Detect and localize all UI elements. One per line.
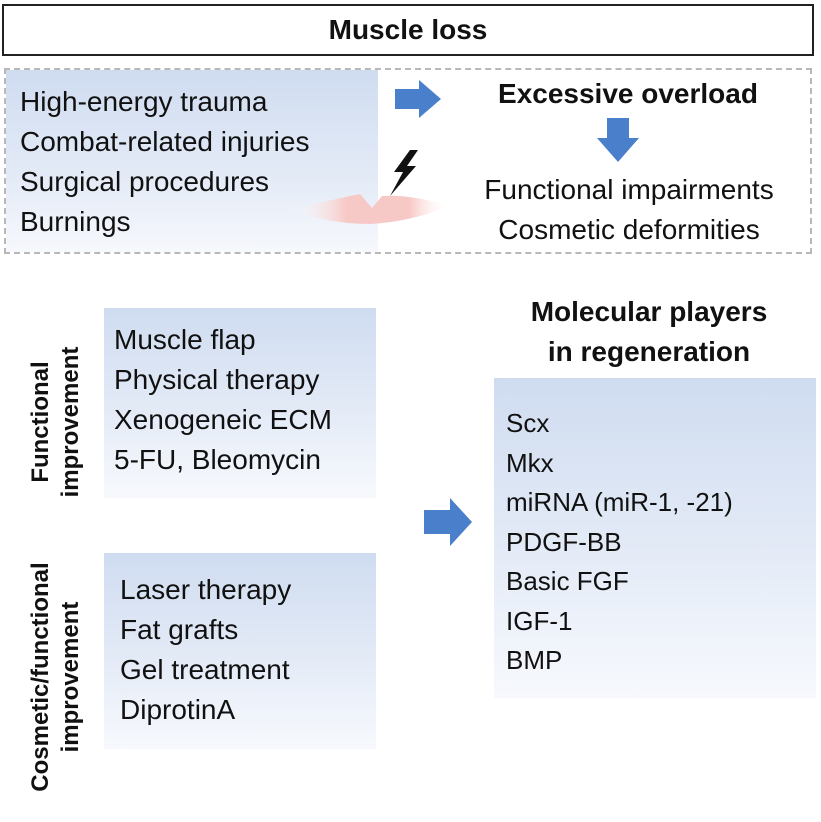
molecular-players-title: Molecular players in regeneration bbox=[482, 292, 816, 372]
causes-list: High-energy trauma Combat-related injuri… bbox=[20, 82, 309, 242]
molecular-player-item: IGF-1 bbox=[506, 605, 573, 636]
diagram-title: Muscle loss bbox=[328, 14, 488, 45]
functional-treatments-list: Muscle flap Physical therapy Xenogeneic … bbox=[114, 320, 332, 480]
outcome-item: Functional impairments bbox=[484, 174, 774, 205]
cause-item: Burnings bbox=[20, 206, 131, 237]
cosmetic-treatments-panel bbox=[104, 553, 376, 749]
title-line: Molecular players bbox=[530, 296, 768, 327]
cosmetic-treatments-list: Laser therapy Fat grafts Gel treatment D… bbox=[120, 570, 291, 730]
lightning-bolt-icon bbox=[390, 150, 418, 196]
functional-improvement-label: Functional improvement bbox=[26, 307, 90, 537]
treatment-item: Xenogeneic ECM bbox=[114, 404, 332, 435]
functional-treatments-panel bbox=[104, 308, 376, 498]
overload-title: Excessive overload bbox=[498, 78, 758, 109]
cosmetic-improvement-label: Cosmetic/functional improvement bbox=[26, 532, 90, 822]
title-box: Muscle loss bbox=[2, 4, 814, 56]
molecular-player-item: BMP bbox=[506, 645, 563, 675]
treatment-item: Gel treatment bbox=[120, 654, 290, 685]
wound-icon bbox=[290, 150, 450, 224]
treatment-item: DiprotinA bbox=[120, 694, 236, 725]
cause-item: Combat-related injuries bbox=[20, 126, 310, 157]
label-line: improvement bbox=[57, 601, 84, 753]
cause-item: Surgical procedures bbox=[20, 166, 270, 197]
arrow-right-icon bbox=[424, 498, 472, 546]
label-line: Functional bbox=[27, 361, 54, 483]
molecular-player-item: Basic FGF bbox=[506, 566, 629, 596]
molecular-player-item: PDGF-BB bbox=[506, 526, 622, 557]
molecular-player-item: Scx bbox=[506, 408, 550, 438]
molecular-player-item: Mkx bbox=[506, 447, 554, 478]
molecular-players-list: Scx Mkx miRNA (miR-1, -21) PDGF-BB Basic… bbox=[506, 404, 733, 681]
treatment-item: Laser therapy bbox=[120, 574, 292, 605]
label-line: Cosmetic/functional bbox=[27, 562, 54, 792]
treatment-item: Fat grafts bbox=[120, 614, 239, 645]
arrow-right-icon bbox=[395, 80, 441, 118]
causes-panel-fill bbox=[6, 70, 378, 252]
title-line: in regeneration bbox=[547, 336, 751, 367]
arrow-down-icon bbox=[597, 118, 639, 162]
molecular-player-item: miRNA (miR-1, -21) bbox=[506, 487, 733, 517]
cause-item: High-energy trauma bbox=[20, 86, 268, 117]
treatment-item: Muscle flap bbox=[114, 324, 256, 355]
treatment-item: Physical therapy bbox=[114, 364, 320, 395]
outcome-item: Cosmetic deformities bbox=[498, 214, 760, 245]
outcomes-list: Functional impairments Cosmetic deformit… bbox=[446, 170, 812, 250]
causes-panel bbox=[4, 68, 812, 254]
molecular-players-panel bbox=[494, 378, 816, 698]
treatment-item: 5-FU, Bleomycin bbox=[114, 444, 321, 475]
label-line: improvement bbox=[57, 346, 84, 498]
